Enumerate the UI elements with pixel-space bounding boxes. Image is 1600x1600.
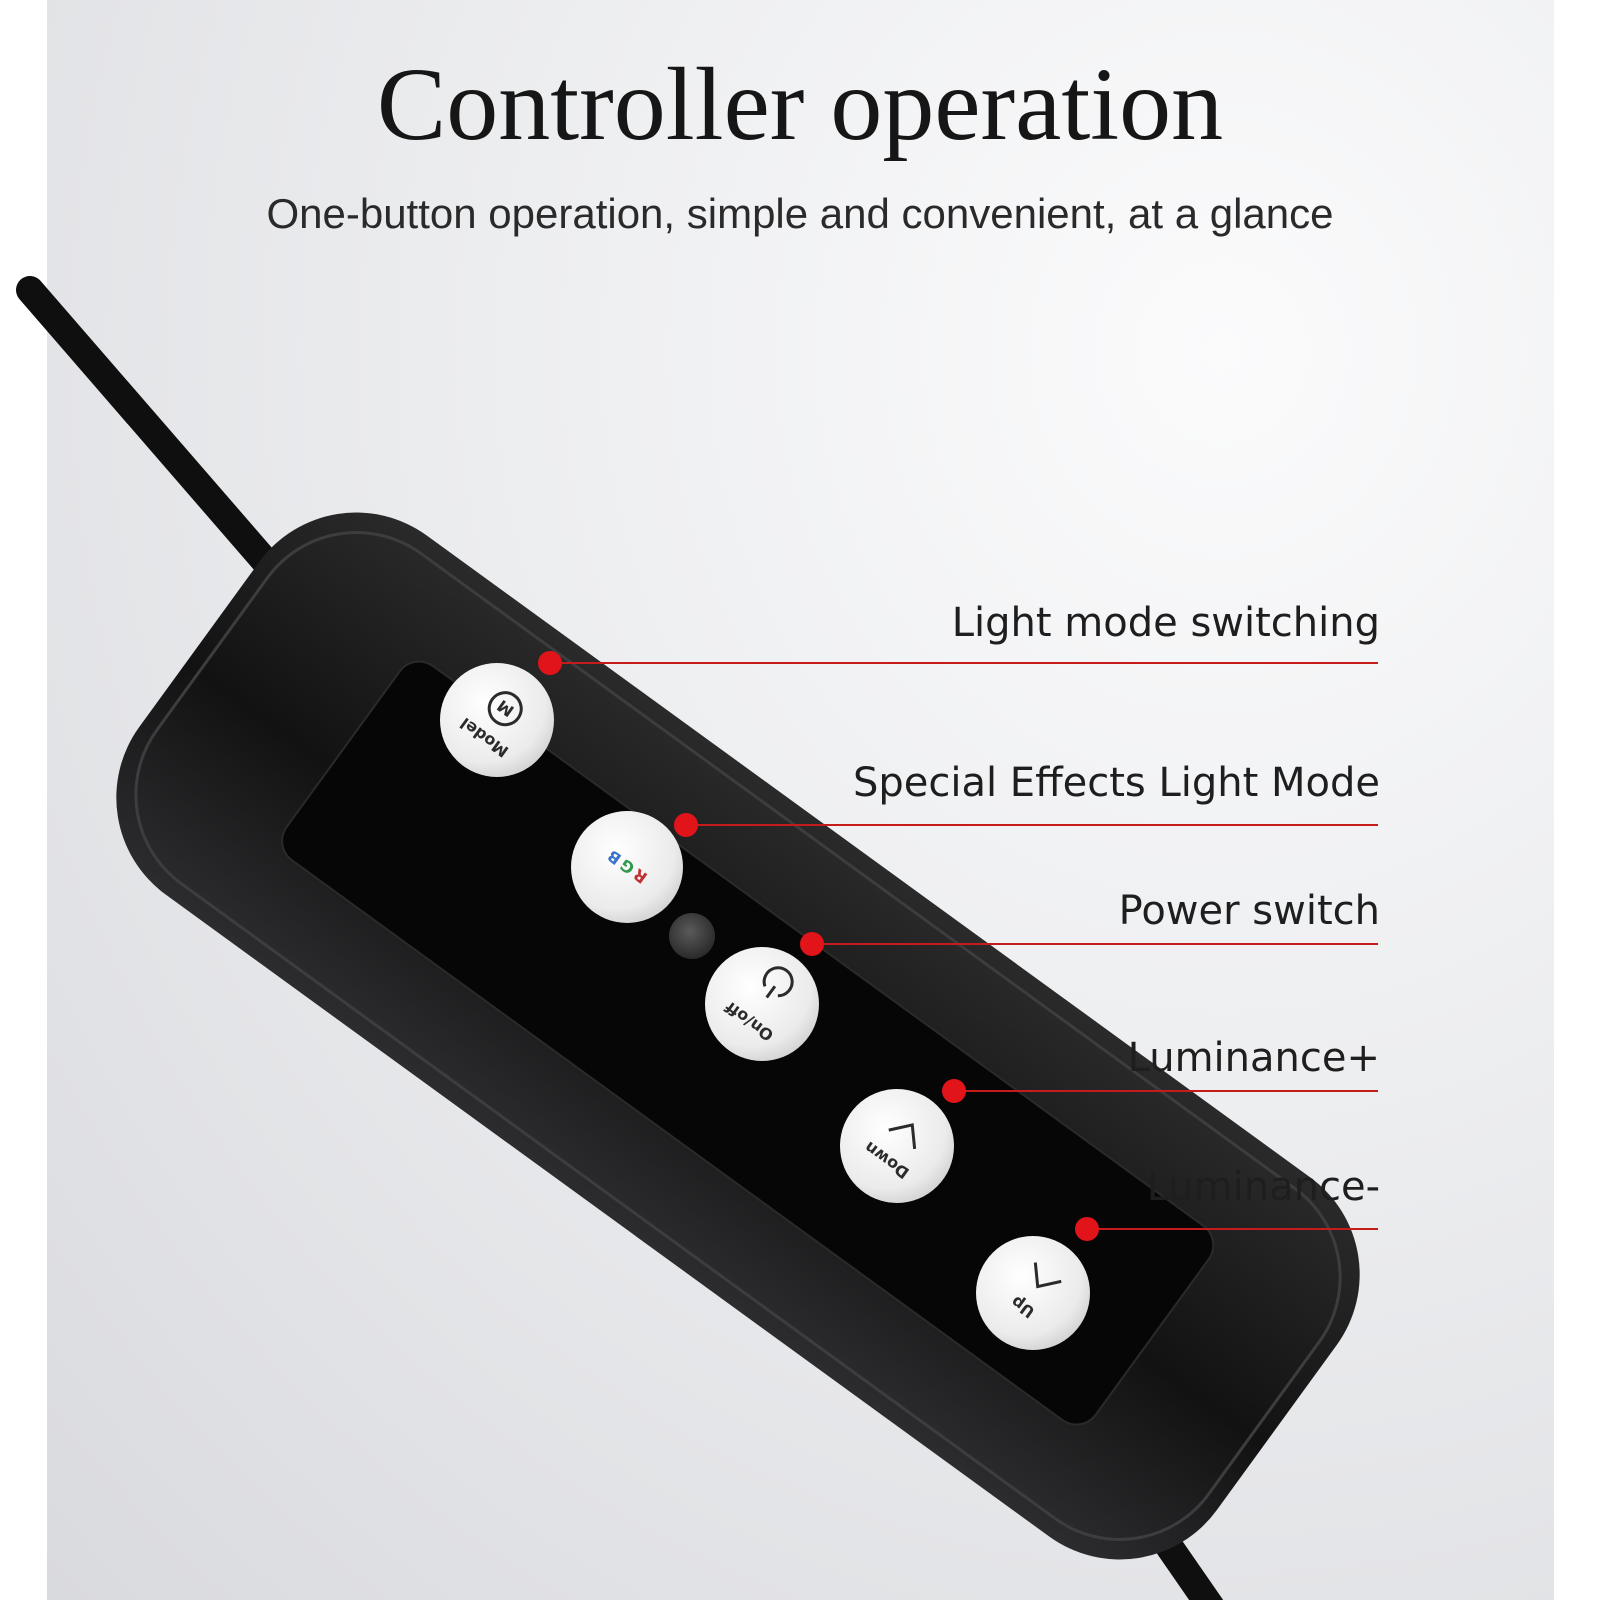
down-button[interactable]: Down — [840, 1089, 954, 1203]
callout-label-luminance-plus: Luminance+ — [1127, 1035, 1380, 1081]
power-icon — [762, 966, 794, 999]
rgb-button[interactable]: R G B — [571, 811, 683, 923]
callout-label-power: Power switch — [1118, 888, 1380, 934]
chevron-up-icon — [1033, 1262, 1062, 1289]
callout-dot-mode — [538, 651, 562, 675]
callout-pointers — [538, 651, 1378, 1241]
indicator-led — [669, 913, 715, 959]
callout-dot-luminance-plus — [942, 1079, 966, 1103]
callout-dot-luminance-minus — [1075, 1217, 1099, 1241]
callout-dot-effects — [674, 813, 698, 837]
page-subtitle: One-button operation, simple and conveni… — [266, 190, 1334, 237]
up-button[interactable]: Up — [976, 1236, 1090, 1350]
callout-dot-power — [800, 932, 824, 956]
mode-button[interactable]: M Model — [440, 663, 554, 777]
chevron-down-icon — [888, 1123, 917, 1150]
callout-label-effects: Special Effects Light Mode — [852, 760, 1380, 806]
page-title: Controller operation — [376, 47, 1224, 162]
callout-label-luminance-minus: Luminance- — [1146, 1164, 1380, 1210]
mode-icon — [487, 691, 523, 727]
power-button[interactable]: On/off — [705, 947, 819, 1061]
callout-label-mode: Light mode switching — [951, 600, 1380, 646]
